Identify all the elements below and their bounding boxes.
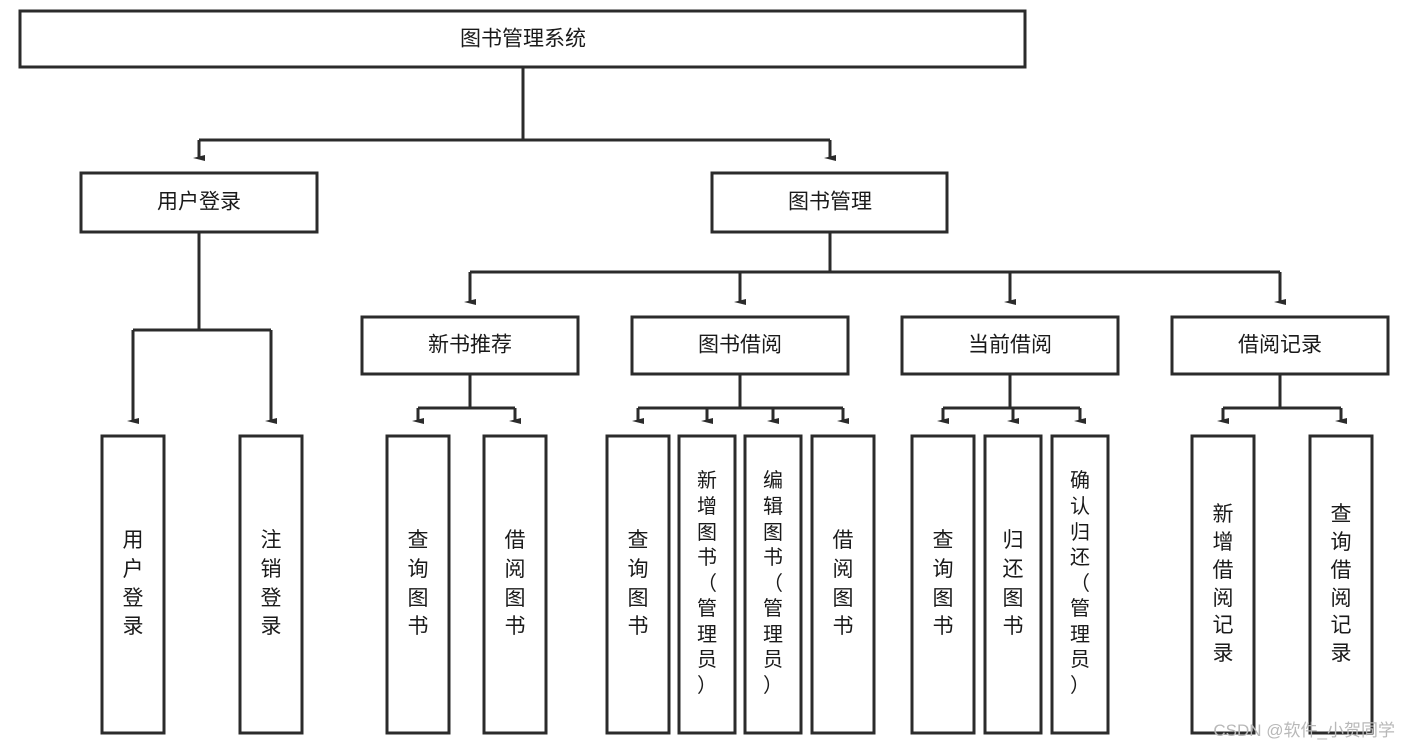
node-leaf-user-login[interactable]: [100, 434, 166, 735]
node-leaf-cur-query-book[interactable]: [910, 434, 976, 735]
node-root-box[interactable]: [18, 9, 1027, 69]
node-borrow-record-label: 借阅记录: [1238, 334, 1322, 357]
node-leaf-borrow-lend-book-box[interactable]: [810, 434, 876, 735]
node-book-manage-box[interactable]: [710, 171, 949, 234]
node-book-borrow-label: 图书借阅: [698, 334, 782, 357]
node-leaf-rec-add[interactable]: [1190, 434, 1256, 735]
node-root-label: 图书管理系统: [460, 28, 586, 51]
node-leaf-borrow-add-book-box[interactable]: [677, 434, 737, 735]
node-book-borrow[interactable]: 图书借阅: [630, 315, 850, 376]
node-leaf-rec-borrow-book-box[interactable]: [482, 434, 548, 735]
node-current-borrow[interactable]: 当前借阅: [900, 315, 1120, 376]
node-leaf-rec-query[interactable]: [1308, 434, 1374, 735]
node-leaf-borrow-lend-book[interactable]: [810, 434, 876, 735]
node-leaf-borrow-query-book-box[interactable]: [605, 434, 671, 735]
node-new-book-rec-label: 新书推荐: [428, 334, 512, 357]
node-user-login[interactable]: 用户登录: [79, 171, 319, 234]
node-leaf-cur-return-book[interactable]: [983, 434, 1043, 735]
node-book-manage-label: 图书管理: [788, 191, 872, 214]
node-leaf-cur-confirm-return-box[interactable]: [1050, 434, 1110, 735]
node-leaf-rec-query-book[interactable]: [385, 434, 451, 735]
node-user-login-box[interactable]: [79, 171, 319, 234]
node-leaf-user-login-box[interactable]: [100, 434, 166, 735]
node-book-borrow-box[interactable]: [630, 315, 850, 376]
edges-layer: [127, 67, 1347, 424]
node-leaf-borrow-edit-book-box[interactable]: [743, 434, 803, 735]
node-leaf-cur-return-book-box[interactable]: [983, 434, 1043, 735]
node-leaf-rec-borrow-book[interactable]: [482, 434, 548, 735]
node-current-borrow-label: 当前借阅: [968, 334, 1052, 357]
nodes-layer: 图书管理系统 用户登录 图书管理 新书推荐 图书借阅: [18, 9, 1390, 735]
node-leaf-user-logout[interactable]: [238, 434, 304, 735]
node-leaf-cur-query-book-box[interactable]: [910, 434, 976, 735]
node-borrow-record-box[interactable]: [1170, 315, 1390, 376]
node-new-book-rec[interactable]: 新书推荐: [360, 315, 580, 376]
node-leaf-cur-confirm-return[interactable]: [1050, 434, 1110, 735]
node-leaf-rec-add-box[interactable]: [1190, 434, 1256, 735]
leaf-boxes-layer: [100, 434, 1374, 735]
node-user-login-label: 用户登录: [157, 191, 241, 214]
node-new-book-rec-box[interactable]: [360, 315, 580, 376]
node-borrow-record[interactable]: 借阅记录: [1170, 315, 1390, 376]
node-leaf-user-logout-box[interactable]: [238, 434, 304, 735]
node-book-manage[interactable]: 图书管理: [710, 171, 949, 234]
node-leaf-borrow-query-book[interactable]: [605, 434, 671, 735]
node-leaf-rec-query-box[interactable]: [1308, 434, 1374, 735]
node-current-borrow-box[interactable]: [900, 315, 1120, 376]
node-root[interactable]: 图书管理系统: [18, 9, 1027, 69]
node-leaf-borrow-edit-book[interactable]: [743, 434, 803, 735]
node-leaf-rec-query-book-box[interactable]: [385, 434, 451, 735]
node-leaf-borrow-add-book[interactable]: [677, 434, 737, 735]
